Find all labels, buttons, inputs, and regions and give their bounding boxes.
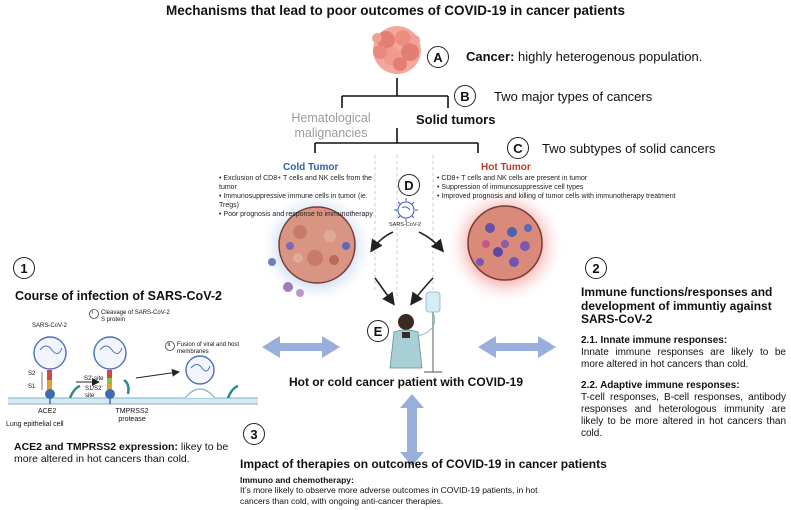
s1-label: S1 bbox=[28, 384, 36, 390]
solid-tumors-label: Solid tumors bbox=[416, 112, 496, 127]
hot-bullet: • CD8+ T cells and NK cells are present … bbox=[437, 175, 588, 182]
therapies-subtitle: Immuno and chemotherapy: bbox=[240, 475, 354, 485]
hot-tumor-title: Hot Tumor bbox=[481, 162, 531, 173]
adaptive-text: T-cell responses, B-cell responses, anti… bbox=[581, 392, 786, 439]
cold-bullet: • Poor prognosis and response to immunot… bbox=[219, 211, 373, 218]
lung-cell-label: Lung epithelial cell bbox=[6, 421, 64, 428]
hot-bullet: • Suppression of immunosuppressive cell … bbox=[437, 184, 584, 191]
therapies-text: It’s more likely to observe more adverse… bbox=[240, 485, 538, 506]
marker-a: A bbox=[427, 46, 449, 68]
patient-label: Hot or cold cancer patient with COVID-19 bbox=[288, 375, 524, 389]
innate-text: Innate immune responses are likely to be… bbox=[581, 347, 786, 370]
cancer-description: Cancer: highly heterogenous population. bbox=[466, 49, 702, 64]
cold-tumor-title: Cold Tumor bbox=[283, 162, 339, 173]
infection-title: Course of infection of SARS-CoV-2 bbox=[15, 289, 222, 303]
marker-e: E bbox=[367, 320, 389, 342]
therapies-title: Impact of therapies on outcomes of COVID… bbox=[240, 457, 607, 471]
step-fusion-label: Fusion of viral and host membranes bbox=[177, 342, 240, 355]
cold-bullet: • Exclusion of CD8+ T cells and NK cells… bbox=[219, 175, 372, 191]
subtypes-tree bbox=[314, 128, 479, 153]
innate-title: 2.1. Innate immune responses: bbox=[581, 335, 728, 346]
types-text: Two major types of cancers bbox=[494, 89, 653, 104]
hot-tumor-icon bbox=[445, 185, 565, 305]
page-title: Mechanisms that lead to poor outcomes of… bbox=[165, 3, 626, 18]
cancer-cluster-icon bbox=[372, 26, 421, 74]
hot-to-patient-arrow bbox=[410, 277, 434, 306]
expression-text: likey to be more altered in hot cancers … bbox=[14, 441, 229, 465]
marker-2: 2 bbox=[585, 257, 607, 279]
marker-d: D bbox=[398, 174, 420, 196]
step-cleavage-label: Cleavage of SARS-CoV-2 S protein bbox=[101, 310, 170, 323]
iv-drip-icon bbox=[417, 291, 442, 373]
dashed-guides bbox=[374, 155, 434, 300]
cancer-label: Cancer: bbox=[466, 49, 515, 64]
adaptive-title: 2.2. Adaptive immune responses: bbox=[581, 380, 740, 391]
left-double-arrow bbox=[262, 336, 340, 358]
s2prime-label: S2' site bbox=[84, 376, 104, 382]
hot-bullet: • Improved prognosis and killing of tumo… bbox=[437, 193, 676, 200]
vertical-double-arrow bbox=[400, 394, 424, 466]
types-tree bbox=[341, 78, 449, 108]
right-double-arrow bbox=[478, 336, 556, 358]
expression-note: ACE2 and TMPRSS2 expression: likey to be… bbox=[14, 441, 234, 465]
cold-tumor-icon bbox=[259, 189, 375, 305]
subtypes-text: Two subtypes of solid cancers bbox=[542, 141, 716, 156]
hematological-label: Hematological malignancies bbox=[291, 111, 371, 140]
hot-tumor-bullets: • CD8+ T cells and NK cells are present … bbox=[437, 174, 682, 201]
tmprss2-label: TMPRSS2 protease bbox=[115, 408, 149, 423]
step-i-marker: i bbox=[91, 310, 93, 316]
sars-cov-2-virus-icon bbox=[394, 198, 418, 222]
cold-bullet: • Immunosuppressive immune cells in tumo… bbox=[219, 193, 368, 209]
s2-label: S2 bbox=[28, 371, 36, 377]
marker-3: 3 bbox=[243, 423, 265, 445]
cold-tumor-bullets: • Exclusion of CD8+ T cells and NK cells… bbox=[219, 174, 379, 219]
s1s2-label: S1/S2' site bbox=[85, 386, 103, 399]
virus-label: SARS-CoV-2 bbox=[389, 222, 422, 228]
virus-to-cold-arrow bbox=[370, 231, 394, 253]
infection-diagram bbox=[8, 336, 258, 405]
cold-to-patient-arrow bbox=[374, 277, 395, 306]
infection-virus-label: SARS-CoV-2 bbox=[32, 323, 68, 329]
step-ii-marker: ii bbox=[167, 342, 171, 348]
patient-icon bbox=[389, 314, 423, 369]
expression-label: ACE2 and TMPRSS2 expression: bbox=[14, 441, 178, 453]
virus-to-hot-arrow bbox=[418, 231, 445, 253]
marker-c: C bbox=[507, 137, 529, 159]
ace2-label: ACE2 bbox=[38, 408, 57, 415]
marker-1: 1 bbox=[13, 257, 35, 279]
cancer-text: highly heterogenous population. bbox=[518, 49, 703, 64]
immune-title: Immune functions/responses and developme… bbox=[581, 285, 773, 326]
marker-b: B bbox=[454, 85, 476, 107]
